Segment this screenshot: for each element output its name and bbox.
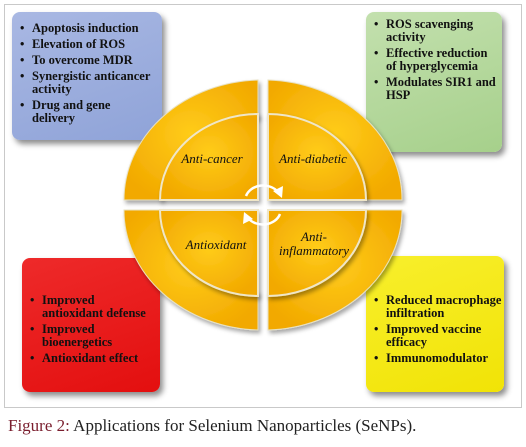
list-item: ROS scavenging activity — [372, 18, 500, 44]
list-item: Drug and gene delivery — [18, 99, 156, 125]
arrowhead-icon — [273, 186, 283, 198]
antidiabetic-effects-list: ROS scavenging activity Effective reduct… — [372, 18, 500, 105]
quadrant-antioxidant — [158, 209, 259, 298]
antidiabetic-effects-box: ROS scavenging activity Effective reduct… — [366, 12, 502, 152]
anti-inflammatory-effects-list: Reduced macrophage infiltration Improved… — [372, 294, 502, 368]
label-antioxidant: Antioxidant — [185, 237, 247, 252]
list-item: Reduced macrophage infiltration — [372, 294, 502, 320]
list-item: Apoptosis induction — [18, 22, 156, 36]
figure-label: Figure 2: — [8, 416, 70, 435]
list-item: Synergistic anticancer activity — [18, 70, 156, 96]
label-anti-inflammatory: Anti- inflammatory — [272, 230, 356, 258]
anticancer-effects-list: Apoptosis induction Elevation of ROS To … — [18, 22, 156, 128]
list-item: To overcome MDR — [18, 54, 156, 68]
label-anti-cancer: Anti-cancer — [181, 151, 243, 166]
list-item: Improved bioenergetics — [28, 323, 158, 349]
label-anti-inflammatory-line2: inflammatory — [278, 243, 350, 258]
list-item: Improved antioxidant defense — [28, 294, 158, 320]
label-anti-inflammatory-line1: Anti- — [301, 229, 327, 244]
list-item: Elevation of ROS — [18, 38, 156, 52]
caption-text: Applications for Selenium Nanoparticles … — [69, 416, 417, 435]
list-item: Antioxidant effect — [28, 352, 158, 366]
list-item: Effective reduction of hyperglycemia — [372, 47, 500, 73]
quadrant-anti-inflammatory — [267, 209, 368, 298]
antioxidant-effects-box: Improved antioxidant defense Improved bi… — [22, 258, 160, 392]
label-anti-diabetic: Anti-diabetic — [279, 151, 347, 166]
cycle-arrows-icon — [244, 184, 282, 226]
list-item: Modulates SIR1 and HSP — [372, 76, 500, 102]
quadrant-anti-diabetic — [267, 112, 368, 201]
anticancer-effects-box: Apoptosis induction Elevation of ROS To … — [12, 12, 162, 140]
list-item: Immunomodulator — [372, 352, 502, 366]
arrowhead-icon — [243, 212, 253, 224]
antioxidant-effects-list: Improved antioxidant defense Improved bi… — [28, 294, 158, 368]
figure-caption: Figure 2: Applications for Selenium Nano… — [8, 416, 520, 438]
list-item: Improved vaccine efficacy — [372, 323, 502, 349]
anti-inflammatory-effects-box: Reduced macrophage infiltration Improved… — [366, 256, 504, 392]
quadrant-anti-cancer — [158, 112, 259, 201]
